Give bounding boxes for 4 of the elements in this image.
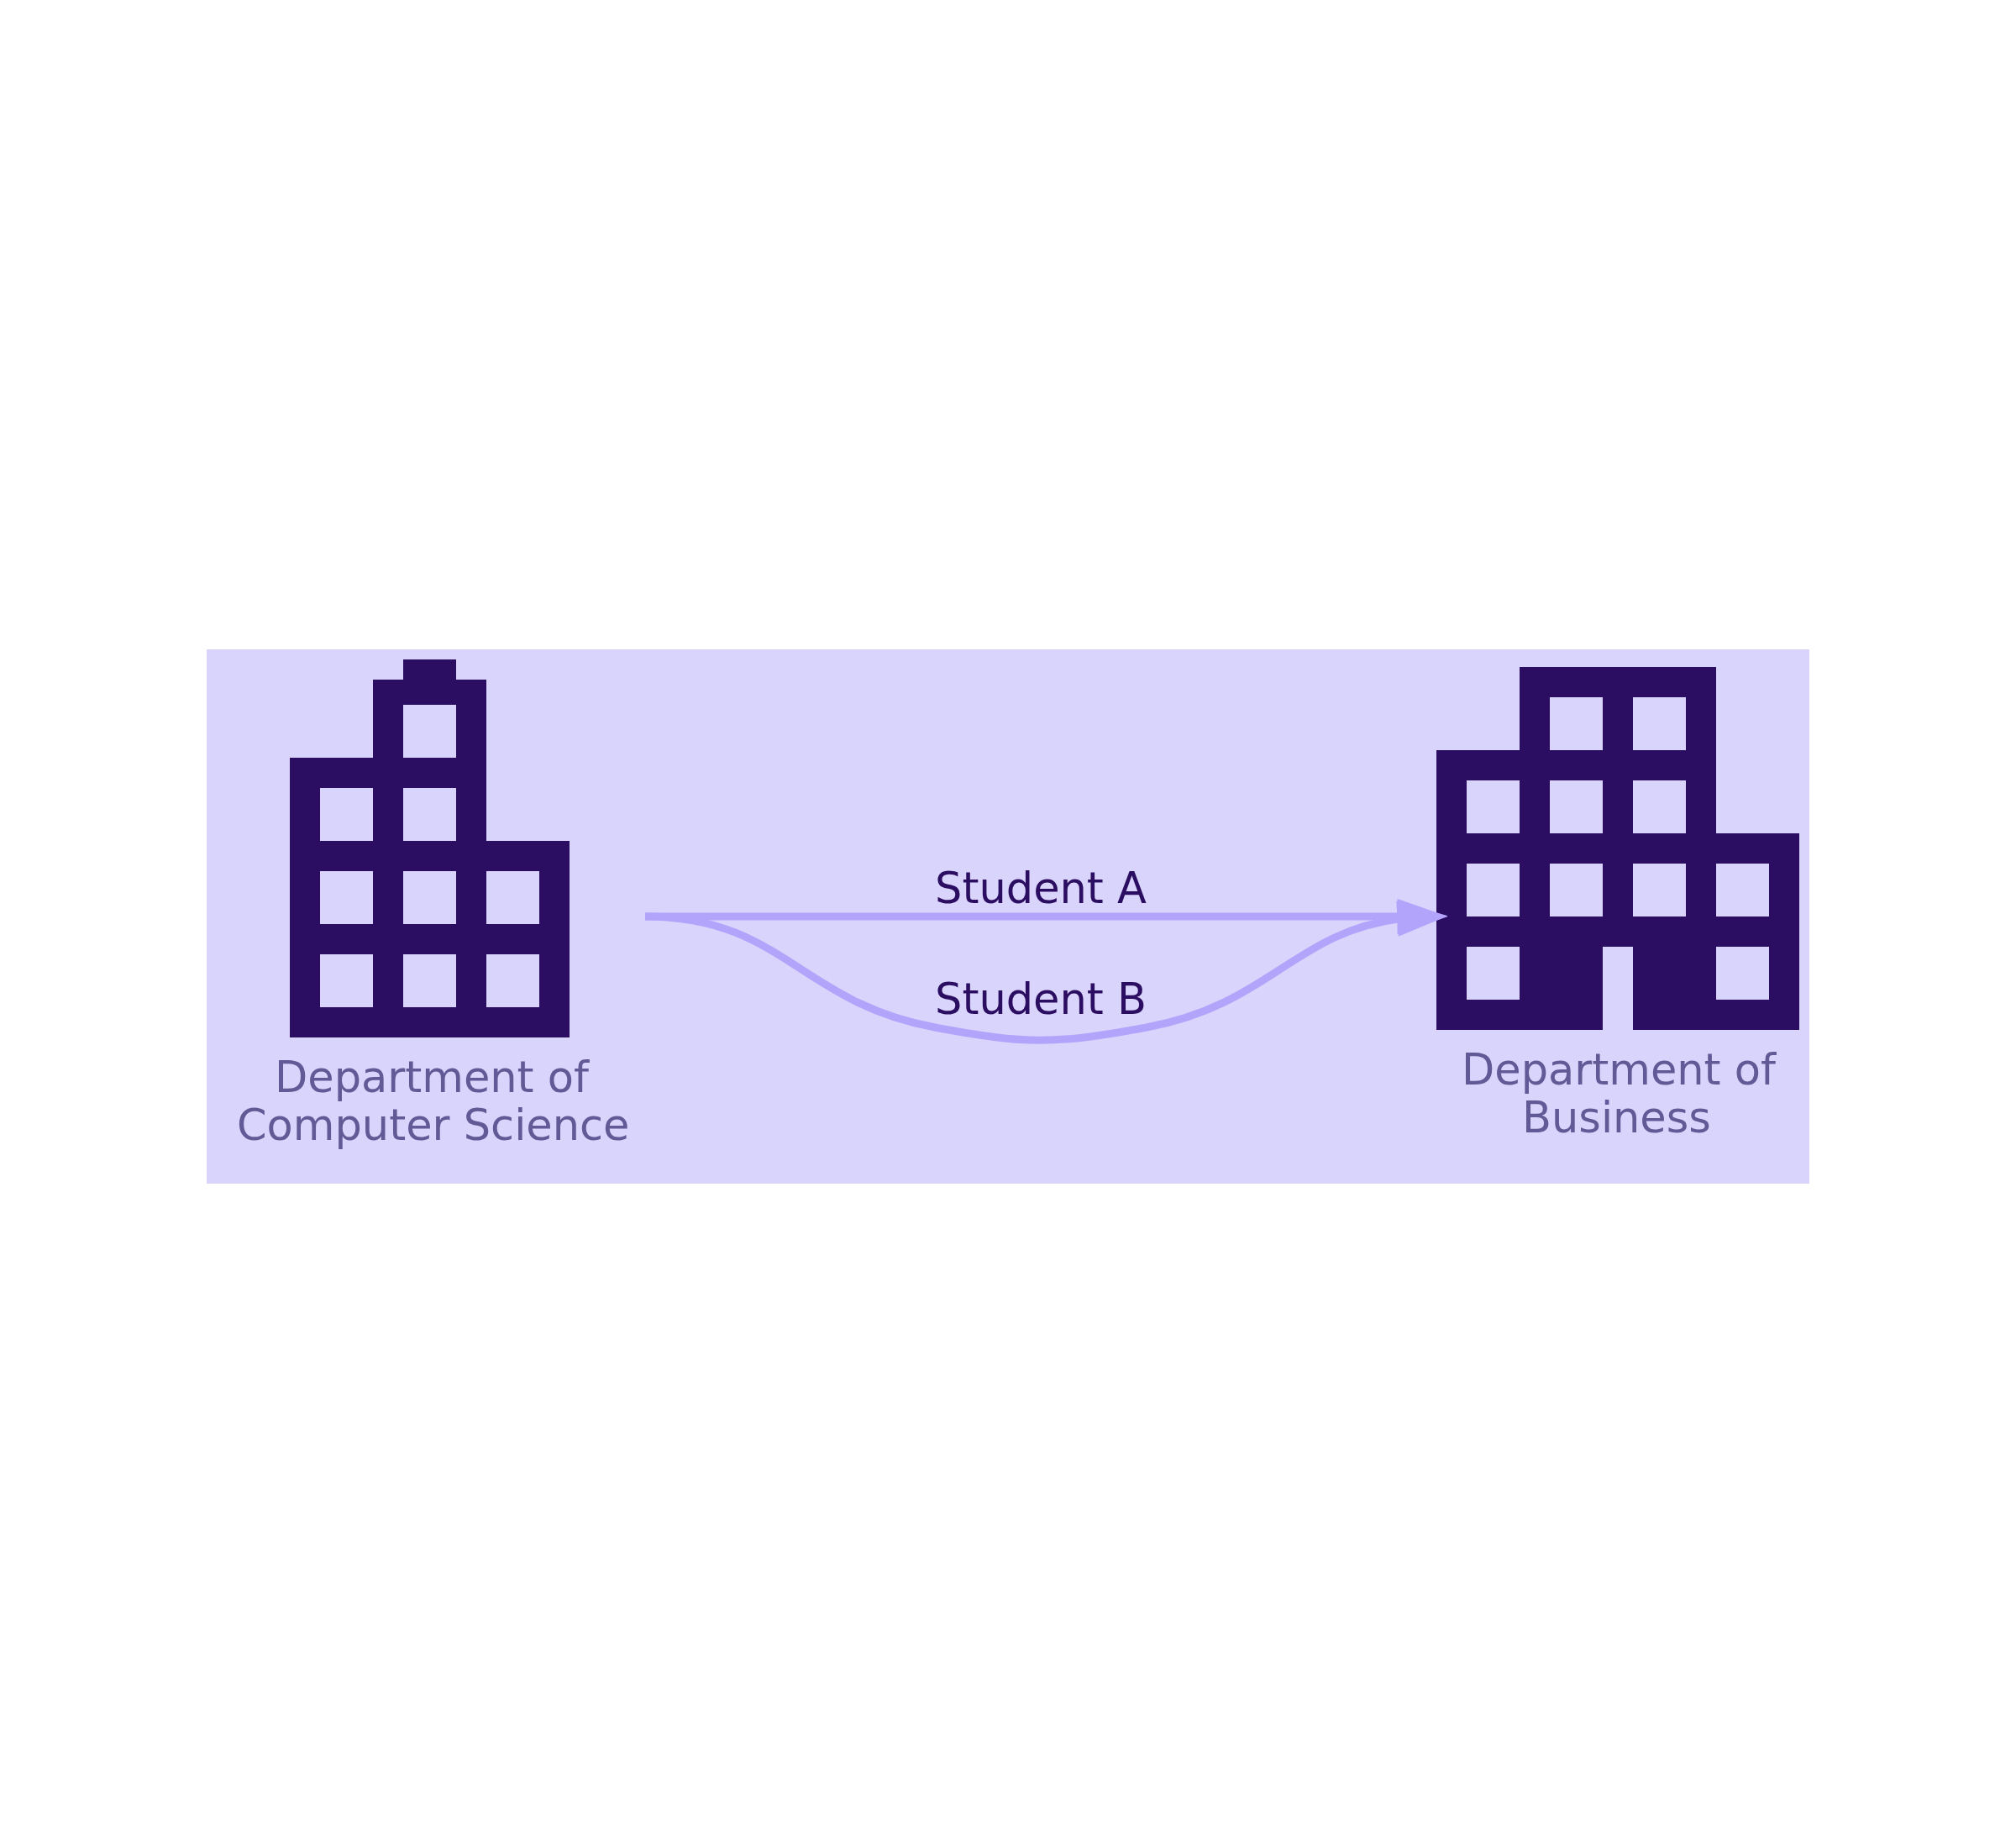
- node-label: Department of Computer Science: [237, 1052, 630, 1150]
- edge-label: Student B: [935, 974, 1147, 1024]
- edge-label: Student A: [935, 863, 1147, 913]
- node-label: Department of Business: [1462, 1044, 1776, 1142]
